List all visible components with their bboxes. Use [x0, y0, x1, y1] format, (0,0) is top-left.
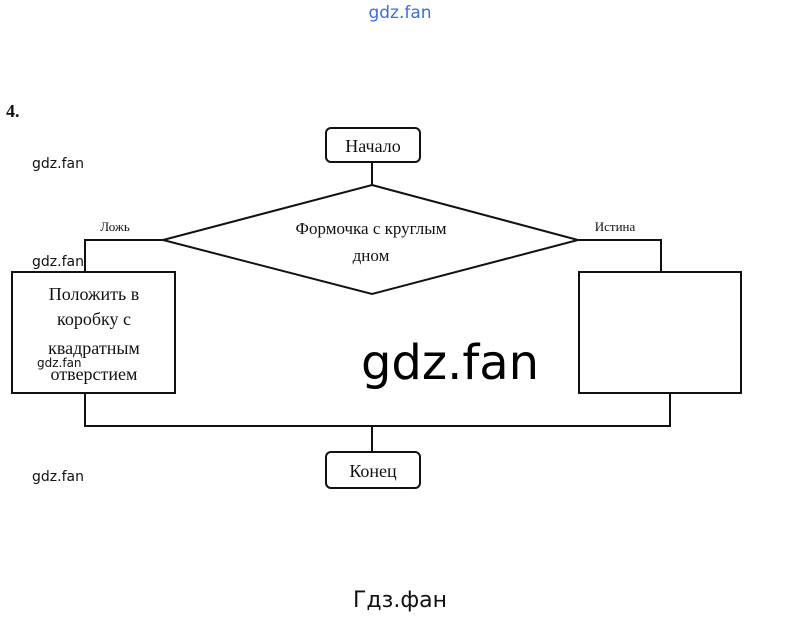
watermark-bottom: Гдз.фан: [353, 588, 447, 613]
true-action-block-empty: [578, 271, 742, 394]
false-action-line: коробку с: [57, 309, 131, 329]
watermark-top: gdz.fan: [368, 3, 431, 23]
false-action-line: Положить в: [49, 284, 139, 304]
end-label: Конец: [349, 461, 397, 481]
watermark-small: gdz.fan: [32, 156, 84, 172]
false-action-line: отверстием: [51, 364, 138, 384]
condition-text-line1: Формочка с круглым: [296, 219, 447, 238]
condition-text-line2: дном: [353, 246, 390, 265]
connector-true: [578, 239, 662, 272]
watermark-small: gdz.fan: [37, 356, 82, 370]
end-block: [325, 451, 421, 489]
true-branch-label: Истина: [595, 219, 636, 234]
start-label: Начало: [345, 136, 400, 156]
connector-merge: [84, 393, 671, 427]
watermark-small: gdz.fan: [32, 254, 84, 270]
watermark-small: gdz.fan: [32, 469, 84, 485]
condition-diamond: [159, 183, 582, 296]
watermark-center: gdz.fan: [361, 335, 539, 391]
false-action-line: квадратным: [48, 338, 140, 358]
false-action-block: [11, 271, 176, 394]
task-number: 4.: [6, 101, 20, 121]
connector-false: [84, 239, 163, 272]
false-branch-label: Ложь: [100, 219, 130, 234]
